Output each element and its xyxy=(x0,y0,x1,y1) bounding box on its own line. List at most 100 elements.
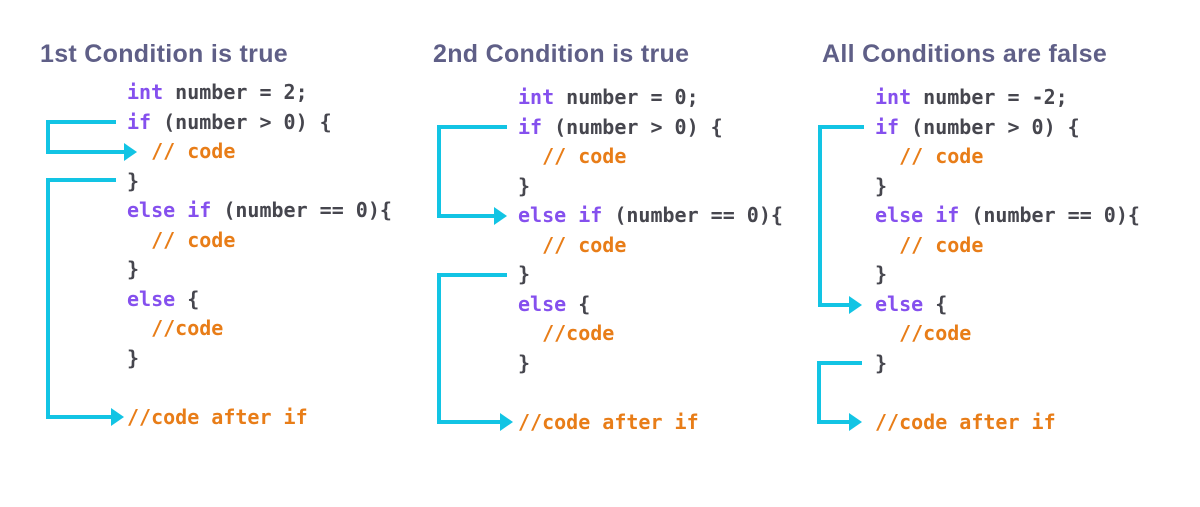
flow-arrow-end-of-else-block-to-code-after-if xyxy=(817,361,862,431)
code-segment-plain xyxy=(518,233,542,257)
code-line xyxy=(518,378,783,408)
code-segment-plain xyxy=(127,228,151,252)
code-segment-keyword: else if xyxy=(875,203,960,227)
code-segment-comment: // code xyxy=(542,144,627,168)
code-segment-plain: } xyxy=(875,350,888,375)
code-line: // code xyxy=(875,231,1140,261)
code-segment-comment: // code xyxy=(151,227,236,252)
code-line: int number = -2; xyxy=(875,83,1140,113)
code-segment-plain: } xyxy=(875,173,888,198)
code-segment-plain xyxy=(518,144,542,168)
code-segment-comment: //code after if xyxy=(518,409,699,434)
code-block: int number = 2;if (number > 0) { // code… xyxy=(127,78,392,432)
code-segment-plain: } xyxy=(518,262,531,286)
code-segment-keyword: int xyxy=(127,80,164,104)
code-line: //code xyxy=(127,314,392,344)
code-segment-comment: // code xyxy=(899,144,984,168)
code-line: //code after if xyxy=(127,403,392,433)
code-line: //code after if xyxy=(518,408,783,438)
code-line: // code xyxy=(875,142,1140,172)
code-segment-plain: } xyxy=(518,173,531,198)
code-line: else if (number == 0){ xyxy=(127,196,392,226)
flow-arrow-if-statement-to-else-if-statement xyxy=(437,125,507,225)
flow-arrow-if-statement-to-else-statement xyxy=(818,125,864,314)
code-segment-keyword: int xyxy=(518,85,555,109)
flow-arrow-if-statement-to-if-body-code xyxy=(46,120,137,161)
code-line: } xyxy=(875,260,1140,290)
code-segment-plain: { xyxy=(923,291,948,316)
code-segment-plain xyxy=(518,321,542,345)
code-line: //code after if xyxy=(875,408,1140,438)
code-line: if (number > 0) { xyxy=(875,113,1140,143)
code-segment-comment: //code after if xyxy=(127,404,308,429)
code-line: } xyxy=(518,349,783,379)
code-line: } xyxy=(127,167,392,197)
code-segment-comment: // code xyxy=(899,232,984,257)
code-line xyxy=(875,378,1140,408)
code-line: int number = 2; xyxy=(127,78,392,108)
code-line: // code xyxy=(127,226,392,256)
code-line: // code xyxy=(518,142,783,172)
code-segment-plain: } xyxy=(127,168,140,193)
code-segment-keyword: else if xyxy=(127,198,212,222)
code-segment-plain xyxy=(875,144,899,168)
code-segment-keyword: int xyxy=(875,85,912,109)
code-segment-comment: //code xyxy=(899,321,972,345)
arrowhead-icon xyxy=(500,413,513,431)
code-line: else { xyxy=(518,290,783,320)
arrowhead-icon xyxy=(111,408,124,426)
code-line: if (number > 0) { xyxy=(518,113,783,143)
code-segment-plain: number = -2; xyxy=(911,85,1068,109)
code-segment-plain: } xyxy=(127,345,140,370)
code-segment-keyword: else xyxy=(127,286,176,311)
code-line: } xyxy=(518,260,783,290)
code-segment-comment: //code xyxy=(151,316,224,340)
code-line: } xyxy=(127,344,392,374)
arrowhead-icon xyxy=(849,296,862,314)
code-line: else { xyxy=(875,290,1140,320)
code-line: if (number > 0) { xyxy=(127,108,392,138)
code-segment-comment: // code xyxy=(151,139,236,163)
code-segment-keyword: if xyxy=(875,114,900,139)
code-segment-plain xyxy=(127,316,151,340)
code-segment-keyword: if xyxy=(127,109,152,134)
code-segment-keyword: else if xyxy=(518,203,603,227)
code-segment-comment: // code xyxy=(542,232,627,257)
code-line: else { xyxy=(127,285,392,315)
code-segment-plain: number = 2; xyxy=(163,80,308,104)
code-segment-keyword: if xyxy=(518,114,543,139)
code-line: // code xyxy=(127,137,392,167)
code-line: } xyxy=(875,349,1140,379)
code-segment-plain: } xyxy=(875,262,888,286)
column-title: All Conditions are false xyxy=(822,40,1108,68)
code-segment-plain: (number > 0) { xyxy=(151,109,332,134)
column-title: 2nd Condition is true xyxy=(433,40,690,68)
code-segment-plain: } xyxy=(127,257,140,281)
code-line: //code xyxy=(875,319,1140,349)
code-segment-keyword: else xyxy=(518,291,567,316)
flow-arrow-end-of-else-if-block-to-code-after-if xyxy=(437,273,513,431)
column-title: 1st Condition is true xyxy=(40,40,288,68)
code-block: int number = 0;if (number > 0) { // code… xyxy=(518,83,783,437)
code-segment-plain: } xyxy=(518,350,531,375)
code-segment-comment: //code after if xyxy=(875,409,1056,434)
code-line: int number = 0; xyxy=(518,83,783,113)
code-line: else if (number == 0){ xyxy=(875,201,1140,231)
code-segment-plain: (number == 0){ xyxy=(211,198,392,222)
code-segment-plain: (number == 0){ xyxy=(602,203,783,227)
code-line: } xyxy=(518,172,783,202)
code-line: } xyxy=(127,255,392,285)
code-segment-plain: (number > 0) { xyxy=(899,114,1080,139)
code-segment-plain: number = 0; xyxy=(554,85,699,109)
code-block: int number = -2;if (number > 0) { // cod… xyxy=(875,83,1140,437)
code-line xyxy=(127,373,392,403)
code-segment-plain xyxy=(875,321,899,345)
flow-arrow-end-of-if-block-to-code-after-if xyxy=(46,178,124,426)
code-line: // code xyxy=(518,231,783,261)
code-segment-plain: (number > 0) { xyxy=(542,114,723,139)
code-line: } xyxy=(875,172,1140,202)
code-segment-plain xyxy=(127,139,151,163)
code-segment-plain: { xyxy=(566,291,591,316)
code-line: //code xyxy=(518,319,783,349)
code-segment-comment: //code xyxy=(542,321,615,345)
